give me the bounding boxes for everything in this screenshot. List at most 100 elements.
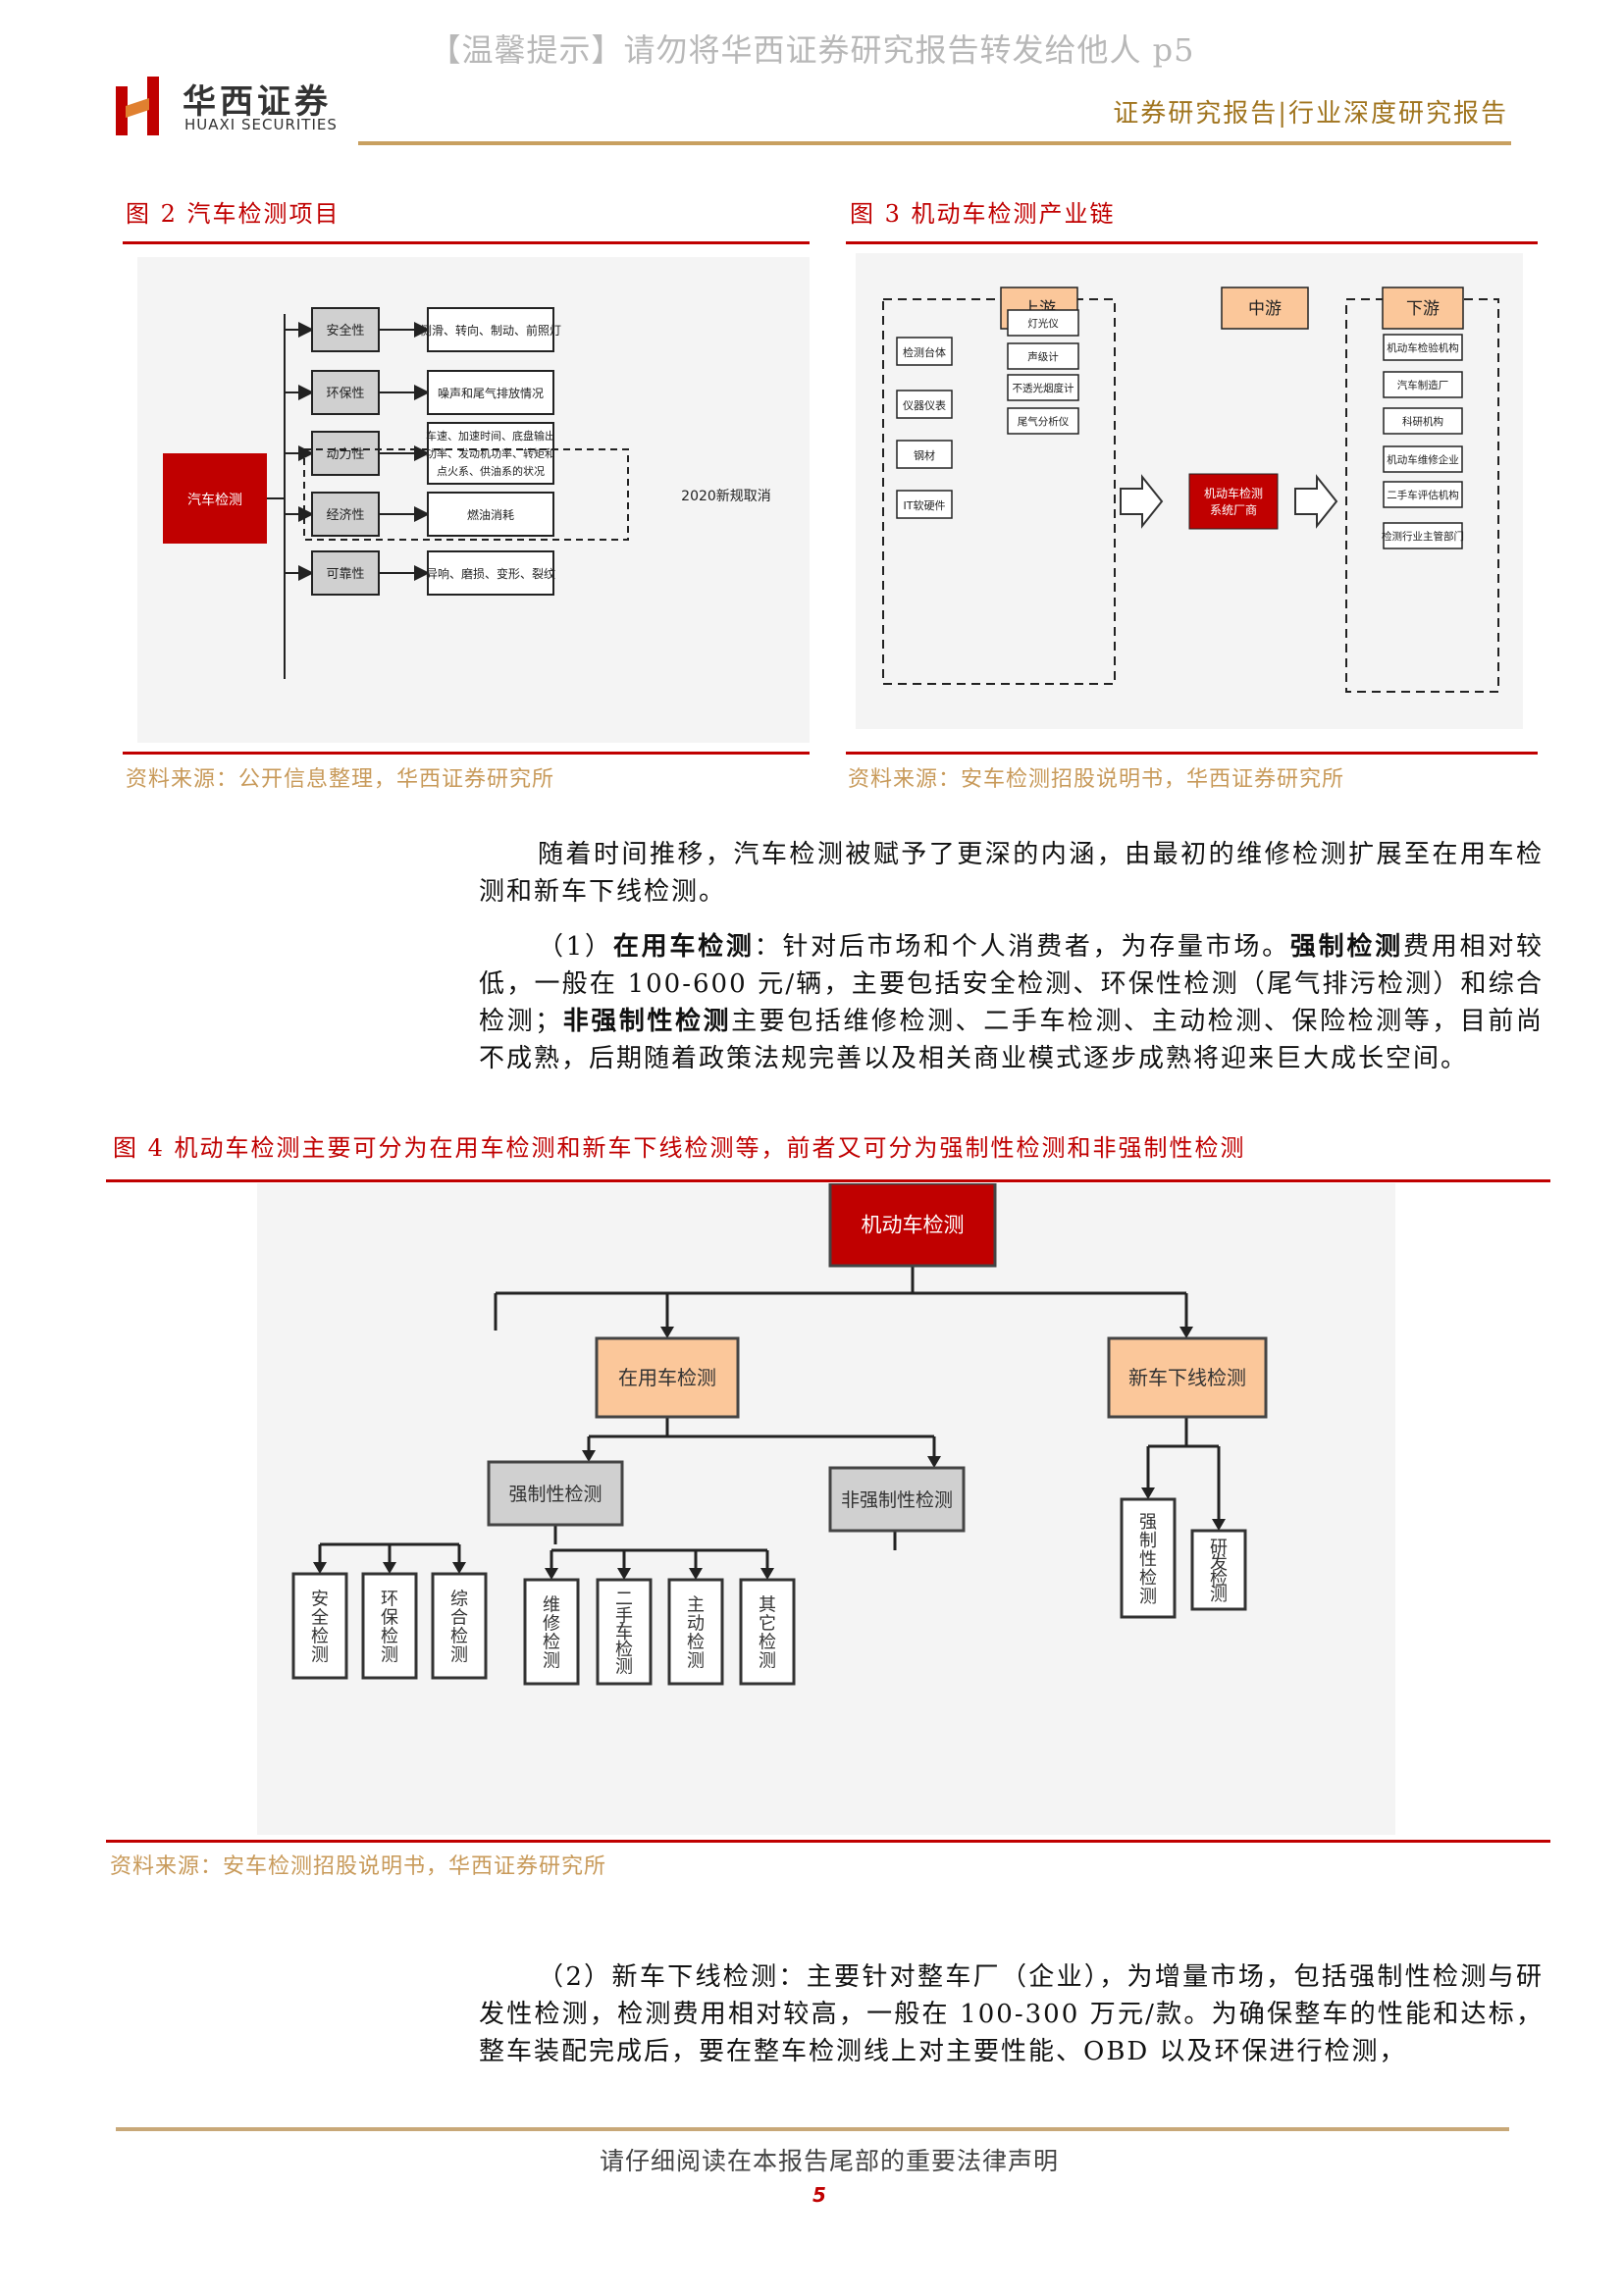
fig4-new-box bbox=[1107, 1336, 1268, 1419]
fig2-detail-text: 噪声和尾气排放情况 bbox=[438, 386, 544, 400]
fig4-leaf-nonmandatory-char: 测 bbox=[615, 1656, 633, 1677]
fig4-leaf-mandatory-char: 环 bbox=[381, 1590, 398, 1610]
fig4-connector bbox=[587, 1417, 936, 1460]
fig4-connector bbox=[320, 1525, 557, 1546]
paragraph-3: （2）新车下线检测：主要针对整车厂（企业），为增量市场，包括强制性检测与研发性检… bbox=[479, 1962, 1544, 2066]
fig3-downstream-label: 机动车维修企业 bbox=[1387, 453, 1459, 466]
fig4-arrowhead-icon bbox=[760, 1568, 774, 1580]
fig4-leaf-nonmandatory-char: 检 bbox=[615, 1640, 633, 1660]
legal-notice: 请仔细阅读在本报告尾部的重要法律声明 bbox=[599, 2147, 1059, 2175]
fig4-leaf-nonmandatory-char: 手 bbox=[615, 1606, 633, 1627]
huaxi-logo-icon bbox=[116, 77, 167, 137]
fig2-source: 资料来源：公开信息整理，华西证券研究所 bbox=[126, 767, 555, 792]
fig3-upstream-left-box bbox=[896, 337, 953, 366]
fig3-downstream-box bbox=[1383, 445, 1463, 473]
fig3-bottom-rule bbox=[846, 752, 1538, 755]
fig4-leaf-nonmandatory-box bbox=[667, 1578, 724, 1686]
fig4-arrowhead-icon bbox=[582, 1450, 596, 1462]
fig4-leaf-mandatory-box bbox=[431, 1572, 488, 1680]
fig4-connector bbox=[665, 1266, 1186, 1331]
fig2-category-label: 动力性 bbox=[326, 447, 364, 462]
fig4-leaf-mandatory-char: 检 bbox=[311, 1627, 329, 1647]
fig4-leaf-nonmandatory-char: 车 bbox=[615, 1623, 633, 1644]
fig2-top-rule bbox=[123, 241, 810, 244]
fig4-leaf-nonmandatory-char: 二 bbox=[615, 1590, 633, 1610]
fig4-leaf-mandatory-char: 测 bbox=[450, 1645, 468, 1666]
fig2-detail-box bbox=[427, 550, 554, 596]
fig4-leaf-nonmandatory-char: 它 bbox=[759, 1614, 776, 1635]
fig4-leaf-new-char: 研 bbox=[1210, 1538, 1228, 1558]
fig4-top-rule bbox=[106, 1179, 1550, 1182]
fig2-category-label: 环保性 bbox=[326, 387, 364, 401]
fig4-leaf-nonmandatory-char: 检 bbox=[759, 1633, 776, 1653]
fig2-title: 图 2 汽车检测项目 bbox=[126, 200, 341, 228]
fig3-top-rule bbox=[846, 241, 1538, 244]
fig2-detail-text: 侧滑、转向、制动、前照灯 bbox=[420, 323, 561, 338]
fig4-leaf-mandatory-char: 检 bbox=[450, 1627, 468, 1647]
fig3-upstream-left-box bbox=[896, 390, 953, 419]
fig4-leaf-mandatory-char: 测 bbox=[381, 1645, 398, 1666]
fig3-midstream-label: 中游 bbox=[1248, 299, 1282, 319]
paragraph-2: （1）在用车检测：针对后市场和个人消费者，为存量市场。强制检测费用相对较低，一般… bbox=[479, 928, 1544, 1077]
fig4-title: 图 4 机动车检测主要可分为在用车检测和新车下线检测等，前者又可分为强制性检测和… bbox=[113, 1134, 1246, 1162]
fig4-leaf-mandatory-char: 全 bbox=[311, 1608, 329, 1629]
fig3-downstream-box bbox=[1383, 371, 1463, 398]
fig3-downstream-label: 汽车制造厂 bbox=[1397, 379, 1449, 391]
fig4-leaf-mandatory-char: 测 bbox=[311, 1645, 329, 1666]
fig4-leaf-new-char: 检 bbox=[1139, 1568, 1157, 1589]
fig4-leaf-new-char: 制 bbox=[1139, 1531, 1157, 1551]
fig2-root-label: 汽车检测 bbox=[187, 492, 242, 508]
fig4-leaf-nonmandatory-box bbox=[739, 1578, 796, 1686]
fig4-source: 资料来源：安车检测招股说明书，华西证券研究所 bbox=[110, 1854, 607, 1879]
fig4-nonmandatory-box bbox=[828, 1466, 966, 1533]
fig4-bottom-rule bbox=[106, 1840, 1550, 1843]
fig2-detail-text: 燃油消耗 bbox=[467, 507, 514, 522]
fig2-category-box bbox=[311, 370, 380, 415]
fig2-detail-box bbox=[427, 370, 554, 415]
fig4-arrowhead-icon bbox=[545, 1568, 558, 1580]
fig4-leaf-nonmandatory-char: 主 bbox=[687, 1595, 705, 1616]
fig2-bottom-rule bbox=[123, 752, 810, 755]
fig3-upstream-left-label: 钢材 bbox=[914, 448, 935, 462]
fig3-upstream-right-label: 灯光仪 bbox=[1027, 317, 1059, 330]
fig4-connector bbox=[494, 1266, 1188, 1331]
fig3-upstream-right-box bbox=[1007, 309, 1079, 337]
fig3-title: 图 3 机动车检测产业链 bbox=[850, 200, 1116, 228]
fig4-arrowhead-icon bbox=[1179, 1327, 1193, 1338]
fig3-downstream-label: 科研机构 bbox=[1402, 415, 1443, 428]
fig4-leaf-mandatory-char: 安 bbox=[311, 1590, 329, 1610]
fig4-leaf-nonmandatory-char: 测 bbox=[687, 1651, 705, 1672]
fig4-leaf-new-char: 测 bbox=[1210, 1585, 1228, 1605]
fig4-leaf-nonmandatory-char: 检 bbox=[687, 1633, 705, 1653]
fig4-leaf-mandatory-char: 综 bbox=[450, 1590, 468, 1610]
fig2-detail-text: 点火系、供油系的状况 bbox=[437, 464, 545, 478]
fig4-connector bbox=[1146, 1417, 1221, 1521]
fig4-root-label: 机动车检测 bbox=[862, 1214, 965, 1237]
fig3-upstream-right-box bbox=[1007, 407, 1079, 435]
fig3-downstream-box bbox=[1383, 481, 1463, 508]
fig2-dashed-frame bbox=[303, 448, 629, 541]
fig4-arrowhead-icon bbox=[660, 1327, 674, 1338]
fig4-leaf-nonmandatory-char: 测 bbox=[759, 1651, 776, 1672]
fig4-leaf-new-box bbox=[1190, 1529, 1247, 1611]
fig3-downstream-label: 二手车评估机构 bbox=[1387, 489, 1459, 501]
fig4-leaf-new-char: 检 bbox=[1210, 1569, 1228, 1590]
footer-divider bbox=[116, 2127, 1509, 2131]
fig4-leaf-new-char: 强 bbox=[1139, 1512, 1157, 1533]
fig3-downstream-label: 下游 bbox=[1406, 299, 1440, 319]
fig2-detail-text: 功率、发动机功率、转矩和 bbox=[426, 446, 555, 460]
fig3-downstream-box bbox=[1383, 407, 1463, 435]
fig4-leaf-nonmandatory-char: 维 bbox=[543, 1595, 560, 1616]
para2-prefix: （1） bbox=[538, 932, 613, 962]
fig2-detail-box bbox=[427, 307, 554, 352]
fig4-arrowhead-icon bbox=[383, 1562, 396, 1574]
fig4-inuse-label: 在用车检测 bbox=[618, 1366, 716, 1389]
fig3-upstream-right-label: 尾气分析仪 bbox=[1018, 415, 1070, 428]
fig3-downstream-box bbox=[1383, 522, 1463, 549]
fig3-upstream-left-box bbox=[896, 490, 953, 519]
fig3-upstream-right-label: 声级计 bbox=[1027, 350, 1059, 363]
fig4-arrowhead-icon bbox=[1212, 1519, 1226, 1531]
fig4-leaf-new-char: 发 bbox=[1210, 1553, 1228, 1574]
report-type: 证券研究报告|行业深度研究报告 bbox=[1113, 99, 1508, 129]
